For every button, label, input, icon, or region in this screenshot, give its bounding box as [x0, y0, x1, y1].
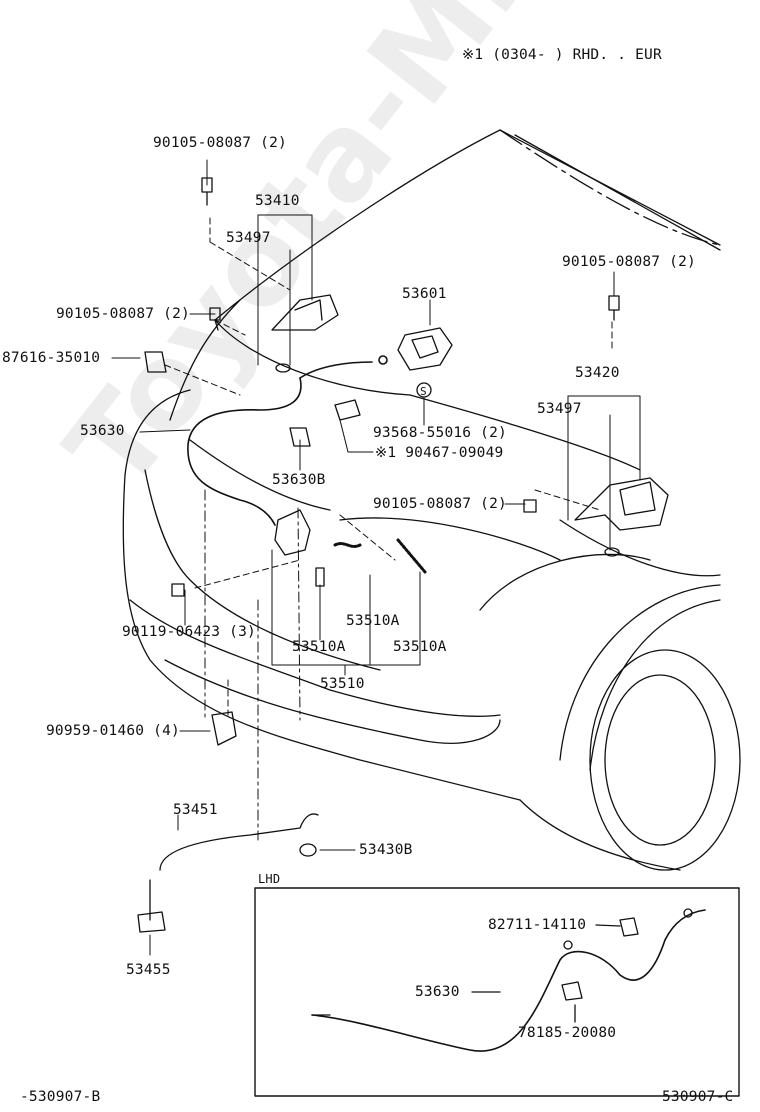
label-latch-lh: 53410: [255, 193, 300, 209]
header-note: ※1 (0304- ) RHD. . EUR: [462, 47, 662, 63]
label-bracket: 53455: [126, 962, 171, 978]
hood-outline: [169, 129, 721, 471]
s-mark: S: [420, 385, 427, 398]
bumper-outline: [122, 389, 721, 871]
label-spacer-rh: 53497: [537, 401, 582, 417]
label-clip-left: 87616-35010: [2, 350, 101, 366]
label-bolt-mid-right: 90105-08087 (2): [373, 496, 507, 512]
label-spring-a: 53510A: [346, 613, 400, 629]
label-spacer-lh: 53497: [226, 230, 271, 246]
label-rod: 53451: [173, 802, 218, 818]
label-screw-lower: 90119-06423 (3): [122, 624, 256, 640]
label-lock-assy: 53510: [320, 676, 365, 692]
label-spring-b: 53510A: [292, 639, 346, 655]
label-cable-clip: 53630B: [272, 472, 326, 488]
label-grommet: 53430B: [359, 842, 413, 858]
label-lhd-clamp: 78185-20080: [518, 1025, 617, 1041]
release-cable: [187, 355, 388, 526]
label-lever: 53601: [402, 286, 447, 302]
wheel-arch: [559, 584, 741, 871]
label-lhd-clip: 82711-14110: [488, 917, 587, 933]
inset-title: LHD: [258, 872, 281, 886]
label-bolt-mid-left: 90105-08087 (2): [56, 306, 190, 322]
label-spring-c: 53510A: [393, 639, 447, 655]
label-bolt-top-left: 90105-08087 (2): [153, 135, 287, 151]
parts: S: [137, 177, 669, 933]
label-clip-lower: 90959-01460 (4): [46, 723, 180, 739]
label-bolt-top-right: 90105-08087 (2): [562, 254, 696, 270]
footer-left-code: -530907-B: [20, 1089, 101, 1105]
label-clip-s: 93568-55016 (2): [373, 425, 507, 441]
label-clip-x1: ※1 90467-09049: [375, 445, 504, 461]
lhd-inset-box: [254, 887, 740, 1097]
footer-right-code: 530907-C: [662, 1089, 734, 1105]
label-cable-main: 53630: [80, 423, 125, 439]
leader-lines: [111, 159, 641, 956]
label-latch-rh: 53420: [575, 365, 620, 381]
label-lhd-cable: 53630: [415, 984, 460, 1000]
